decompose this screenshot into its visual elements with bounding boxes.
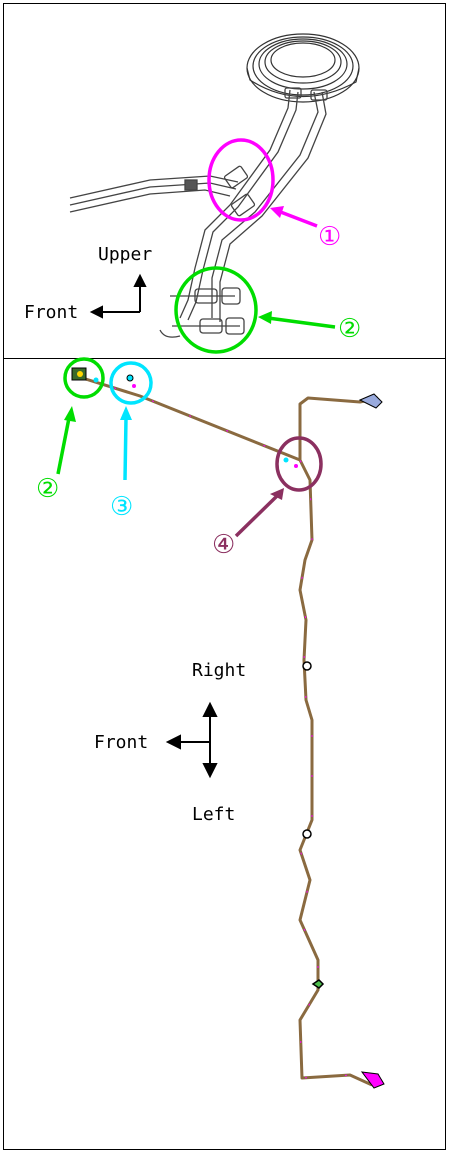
pipe-assembly-top: [69, 87, 328, 338]
direction-label-front-bottom: Front: [94, 732, 149, 753]
callout-2-number-bottom: ②: [36, 474, 60, 504]
direction-label-upper: Upper: [98, 244, 153, 265]
callout-2-ring-bottom: [63, 357, 105, 399]
callout-4-arrowhead: [270, 488, 284, 500]
direction-label-front-top: Front: [24, 302, 79, 323]
direction-label-right: Right: [192, 660, 247, 681]
callout-3-number: ③: [110, 492, 134, 522]
direction-label-left: Left: [192, 804, 236, 825]
callout-2-leader-bottom: [56, 417, 71, 475]
callout-1-arrowhead: [270, 206, 284, 218]
direction-indicator-top: [89, 273, 147, 319]
top-panel-drawing: [69, 33, 360, 354]
callout-4-number: ④: [212, 530, 236, 560]
route-clips: [302, 661, 325, 989]
direction-indicator-bottom: [165, 701, 218, 779]
callout-4-ring: [275, 436, 323, 492]
callout-2-number-top: ②: [338, 314, 362, 344]
callout-3-leader: [123, 417, 128, 481]
panel-divider: [3, 358, 446, 359]
callout-1-ring: [207, 138, 275, 222]
callout-1-leader: [277, 209, 318, 228]
callout-2-arrowhead-bottom: [64, 406, 76, 422]
front-fitting-cluster: [71, 367, 385, 1089]
callout-1-number: ①: [318, 222, 342, 252]
fuel-line-route: [75, 374, 379, 1087]
callout-3-arrowhead: [120, 406, 132, 420]
callout-2-leader: [267, 316, 336, 329]
callout-2-arrowhead: [258, 311, 272, 324]
callout-3-ring: [109, 361, 153, 405]
callout-4-leader: [234, 494, 279, 538]
callout-2-ring: [174, 266, 258, 354]
